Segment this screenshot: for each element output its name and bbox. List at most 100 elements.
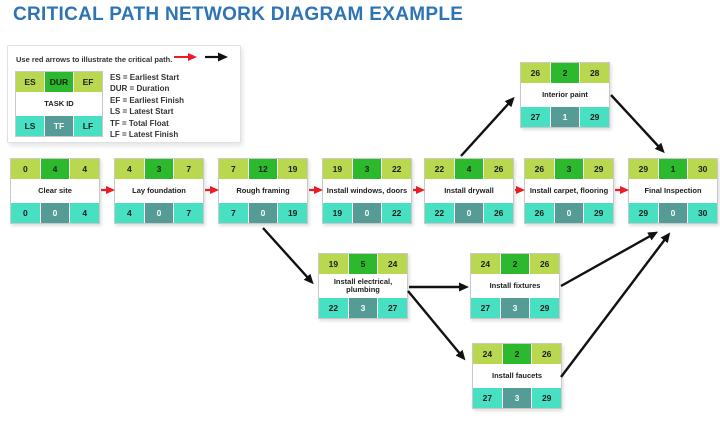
node-install-electrical-plumbing: 19 5 24 Install electrical, plumbing 22 … bbox=[318, 253, 408, 319]
tf-cell: 3 bbox=[501, 388, 532, 408]
tf-cell: 0 bbox=[553, 203, 584, 223]
legend-def-ls: LS = Latest Start bbox=[110, 107, 174, 117]
ef-cell: 26 bbox=[531, 344, 562, 364]
edge-install-faucets-to-final-inspection bbox=[560, 232, 671, 378]
lf-cell: 29 bbox=[579, 107, 610, 127]
lf-cell: 30 bbox=[687, 203, 718, 223]
ef-cell: 24 bbox=[377, 254, 408, 274]
ef-cell: 26 bbox=[529, 254, 560, 274]
ef-cell: 4 bbox=[69, 159, 100, 179]
edge-install-fixtures-to-final-inspection bbox=[560, 231, 659, 288]
ls-cell: 27 bbox=[471, 298, 500, 318]
edge-rough-framing-to-install-electrical bbox=[262, 227, 314, 285]
lf-cell: 26 bbox=[483, 203, 514, 223]
node-final-inspection: 29 1 30 Final Inspection 29 0 30 bbox=[628, 158, 718, 224]
ls-cell: 7 bbox=[219, 203, 248, 223]
ls-cell: 27 bbox=[473, 388, 502, 408]
ef-cell: 30 bbox=[687, 159, 718, 179]
dur-cell: 4 bbox=[39, 159, 70, 179]
page-title: CRITICAL PATH NETWORK DIAGRAM EXAMPLE bbox=[13, 4, 464, 25]
legend-definitions: ES = Earliest Start DUR = Duration EF = … bbox=[110, 72, 184, 140]
node-rough-framing: 7 12 19 Rough framing 7 0 19 bbox=[218, 158, 308, 224]
es-cell: 7 bbox=[219, 159, 248, 179]
legend-ef-cell: EF bbox=[73, 72, 102, 92]
edge-interior-paint-to-final-inspection bbox=[610, 94, 665, 154]
ls-cell: 22 bbox=[425, 203, 454, 223]
legend-def-tf: TF = Total Float bbox=[110, 118, 169, 128]
tf-cell: 0 bbox=[39, 203, 70, 223]
ls-cell: 27 bbox=[521, 107, 550, 127]
task-name: Rough framing bbox=[236, 185, 290, 195]
node-install-faucets: 24 2 26 Install faucets 27 3 29 bbox=[472, 343, 562, 409]
lf-cell: 4 bbox=[69, 203, 100, 223]
tf-cell: 0 bbox=[143, 203, 174, 223]
es-cell: 26 bbox=[525, 159, 554, 179]
node-install-fixtures: 24 2 26 Install fixtures 27 3 29 bbox=[470, 253, 560, 319]
ef-cell: 29 bbox=[583, 159, 614, 179]
legend-sample-node: ES DUR EF TASK ID LS TF LF bbox=[15, 71, 103, 137]
dur-cell: 2 bbox=[549, 63, 580, 83]
ls-cell: 29 bbox=[629, 203, 658, 223]
tf-cell: 0 bbox=[453, 203, 484, 223]
es-cell: 24 bbox=[471, 254, 500, 274]
legend-box: Use red arrows to illustrate the critica… bbox=[7, 45, 241, 143]
edge-install-drywall-to-interior-paint bbox=[460, 96, 515, 157]
es-cell: 19 bbox=[319, 254, 348, 274]
legend-def-ef: EF = Earliest Finish bbox=[110, 95, 185, 105]
legend-def-es: ES = Earliest Start bbox=[110, 73, 180, 82]
ls-cell: 22 bbox=[319, 298, 348, 318]
es-cell: 29 bbox=[629, 159, 658, 179]
node-clear-site: 0 4 4 Clear site 0 0 4 bbox=[10, 158, 100, 224]
legend-tf-cell: TF bbox=[44, 116, 73, 136]
task-name: Install faucets bbox=[491, 370, 543, 380]
task-name: Install fixtures bbox=[489, 280, 541, 290]
lf-cell: 29 bbox=[583, 203, 614, 223]
tf-cell: 1 bbox=[549, 107, 580, 127]
ef-cell: 19 bbox=[277, 159, 308, 179]
es-cell: 4 bbox=[115, 159, 144, 179]
edge-install-electrical-to-install-faucets bbox=[407, 290, 466, 361]
legend-def-lf: LF = Latest Finish bbox=[110, 130, 179, 140]
tf-cell: 0 bbox=[351, 203, 382, 223]
ef-cell: 7 bbox=[173, 159, 204, 179]
tf-cell: 3 bbox=[499, 298, 530, 318]
dur-cell: 3 bbox=[553, 159, 584, 179]
task-name: Lay foundation bbox=[132, 185, 186, 195]
ls-cell: 26 bbox=[525, 203, 554, 223]
es-cell: 19 bbox=[323, 159, 352, 179]
lf-cell: 27 bbox=[377, 298, 408, 318]
dur-cell: 2 bbox=[499, 254, 530, 274]
es-cell: 24 bbox=[473, 344, 502, 364]
ls-cell: 19 bbox=[323, 203, 352, 223]
legend-task-id-cell: TASK ID bbox=[44, 98, 74, 108]
legend-dur-cell: DUR bbox=[44, 72, 73, 92]
node-install-drywall: 22 4 26 Install drywall 22 0 26 bbox=[424, 158, 514, 224]
es-cell: 22 bbox=[425, 159, 454, 179]
lf-cell: 22 bbox=[381, 203, 412, 223]
task-name: Install carpet, flooring bbox=[529, 185, 609, 195]
tf-cell: 0 bbox=[657, 203, 688, 223]
dur-cell: 3 bbox=[351, 159, 382, 179]
ef-cell: 26 bbox=[483, 159, 514, 179]
lf-cell: 19 bbox=[277, 203, 308, 223]
task-name: Install electrical, plumbing bbox=[333, 276, 393, 294]
legend-def-dur: DUR = Duration bbox=[110, 84, 170, 94]
ef-cell: 28 bbox=[579, 63, 610, 83]
task-name: Clear site bbox=[38, 185, 72, 195]
es-cell: 0 bbox=[11, 159, 40, 179]
node-interior-paint: 26 2 28 Interior paint 27 1 29 bbox=[520, 62, 610, 128]
dur-cell: 2 bbox=[501, 344, 532, 364]
task-name: Interior paint bbox=[542, 89, 588, 99]
dur-cell: 12 bbox=[247, 159, 278, 179]
ef-cell: 22 bbox=[381, 159, 412, 179]
lf-cell: 29 bbox=[531, 388, 562, 408]
tf-cell: 3 bbox=[347, 298, 378, 318]
legend-ls-cell: LS bbox=[16, 116, 44, 136]
ls-cell: 4 bbox=[115, 203, 144, 223]
lf-cell: 29 bbox=[529, 298, 560, 318]
es-cell: 26 bbox=[521, 63, 550, 83]
legend-es-cell: ES bbox=[16, 72, 44, 92]
dur-cell: 3 bbox=[143, 159, 174, 179]
dur-cell: 4 bbox=[453, 159, 484, 179]
